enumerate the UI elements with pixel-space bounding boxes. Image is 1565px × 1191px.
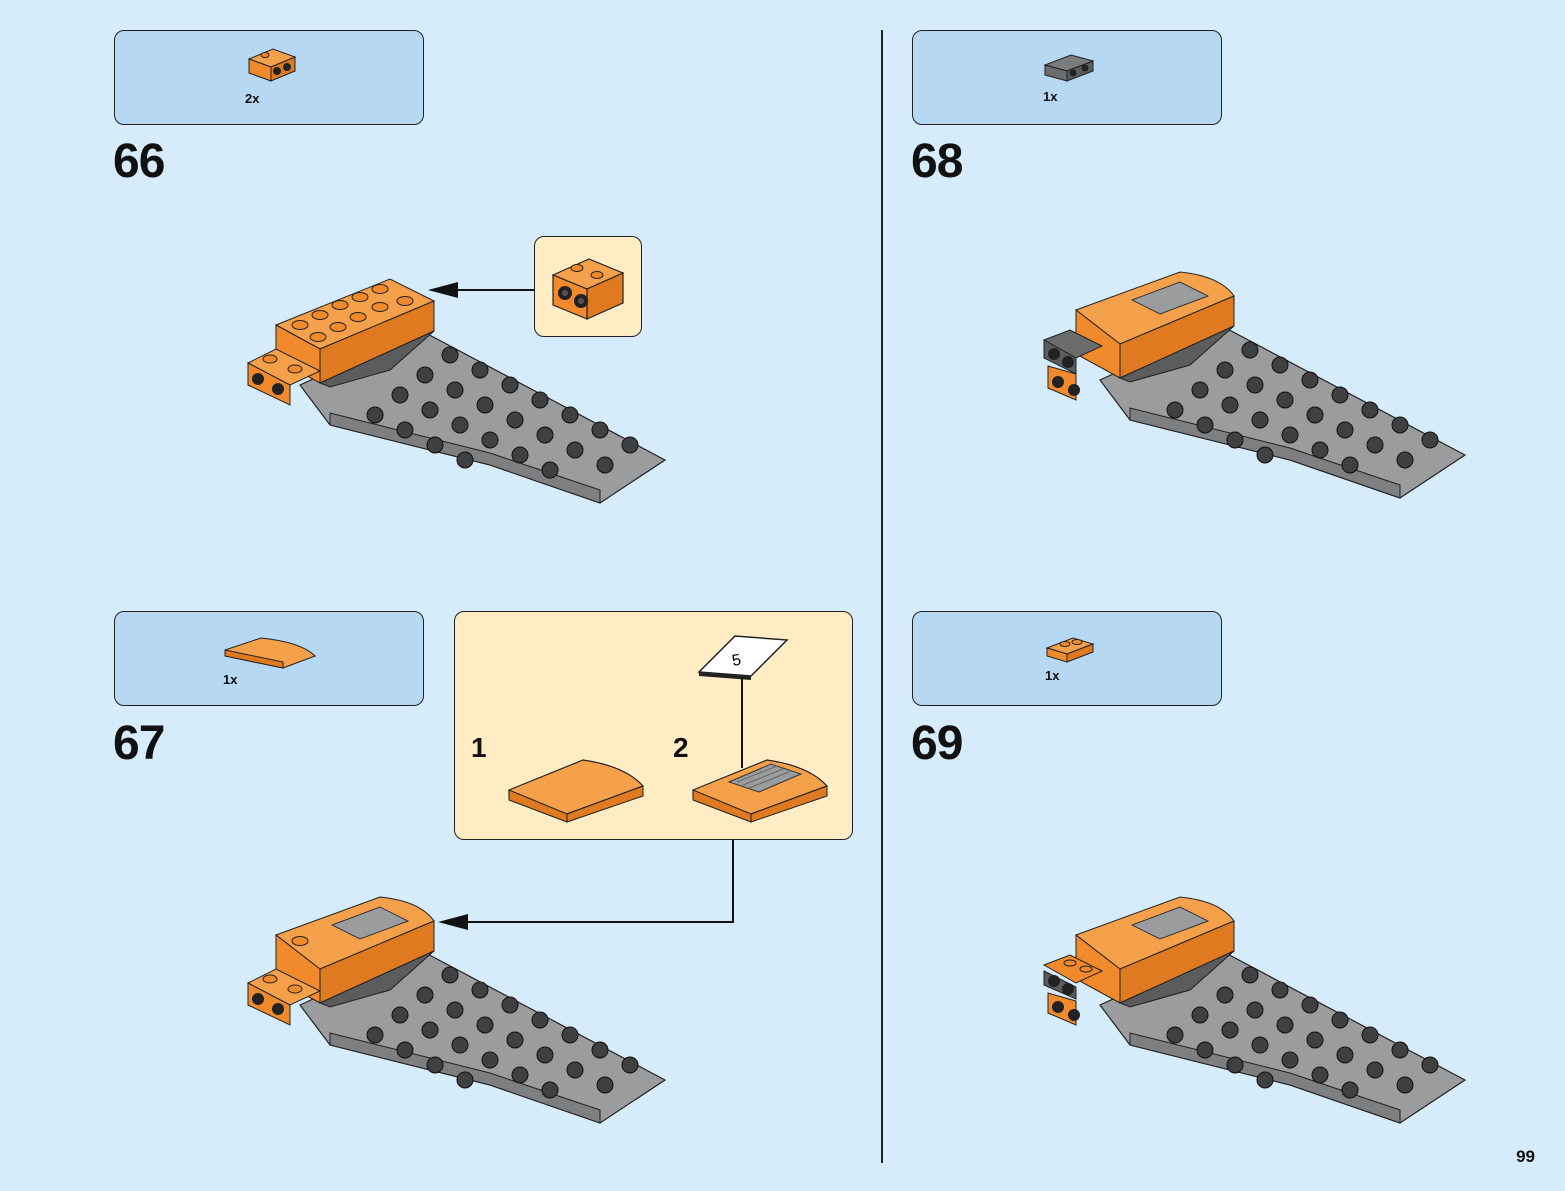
part-quantity: 1x: [1045, 668, 1059, 683]
substep-number: 1: [471, 732, 487, 764]
orange-plate-part-icon: [1043, 634, 1099, 668]
parts-list-step-68: 1x: [912, 30, 1222, 125]
substep-number: 2: [673, 732, 689, 764]
curved-slope-with-sticker-substep-2: [689, 752, 834, 827]
part-quantity: 2x: [245, 91, 259, 106]
part-quantity: 1x: [1043, 89, 1057, 104]
orange-bracket-part-icon: [243, 45, 303, 85]
parts-list-step-69: 1x: [912, 611, 1222, 706]
model-assembly-step-69: [1040, 895, 1470, 1135]
model-assembly-step-68: [1040, 270, 1470, 510]
dark-grey-bracket-part-icon: [1041, 51, 1101, 85]
parts-list-step-66: 2x: [114, 30, 424, 125]
curved-slope-substep-1: [505, 752, 650, 827]
model-assembly-step-66: [240, 275, 670, 510]
step-number: 68: [911, 134, 962, 189]
part-quantity: 1x: [223, 672, 237, 687]
step-number: 69: [911, 716, 962, 771]
orange-curved-slope-part-icon: [221, 634, 321, 674]
page-number: 99: [1516, 1147, 1535, 1167]
model-assembly-step-67: [240, 895, 670, 1135]
page-divider: [881, 30, 883, 1163]
subassembly-callout-step-67: 1 2 5: [454, 611, 853, 840]
step-number: 67: [113, 716, 164, 771]
step-number: 66: [113, 134, 164, 189]
parts-list-step-67: 1x: [114, 611, 424, 706]
